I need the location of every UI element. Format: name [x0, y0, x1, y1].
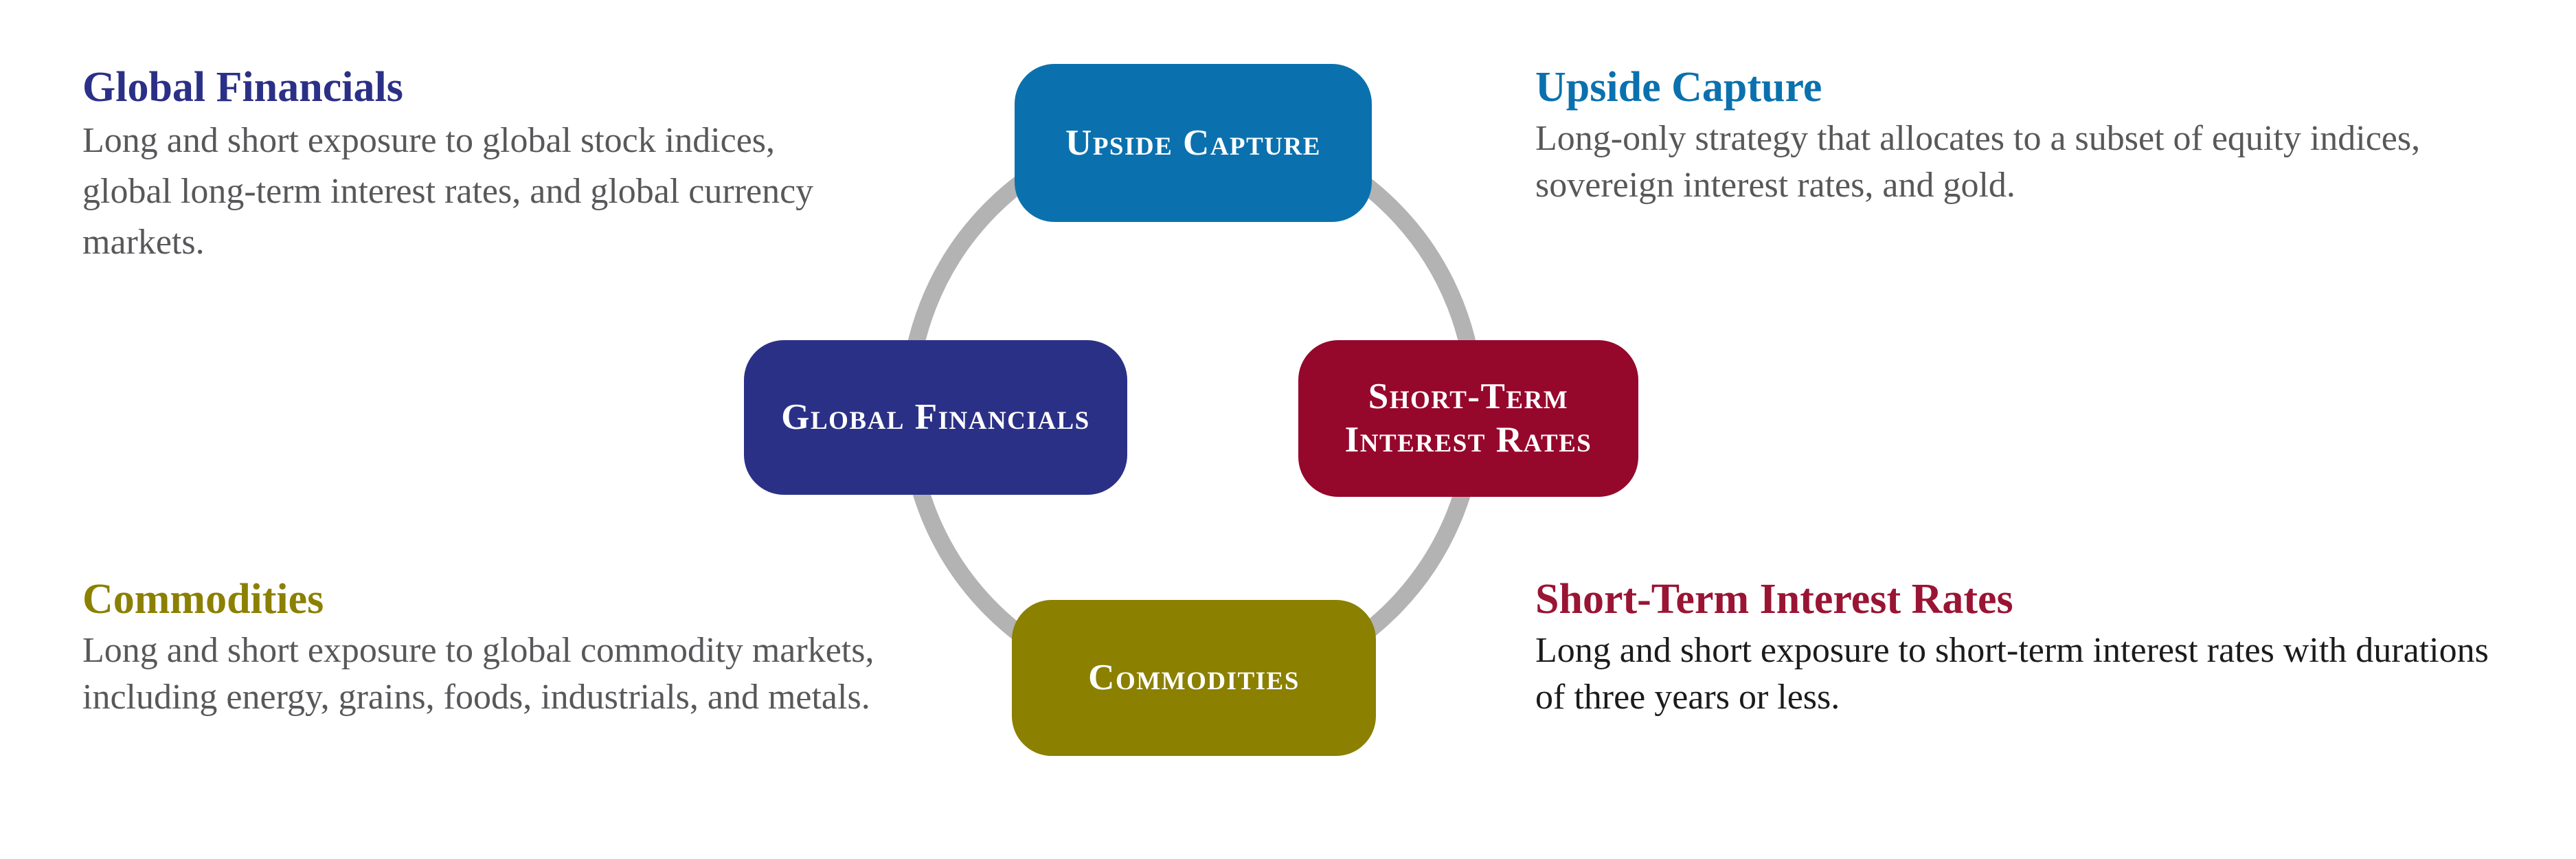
node-pill-label-line-2: Interest Rates: [1344, 420, 1592, 460]
description-title-commodities: Commodities: [82, 576, 324, 623]
node-pill-upside-capture[interactable]: Upside Capture: [1015, 64, 1372, 222]
node-pill-short-term-interest-rates[interactable]: Short-Term Interest Rates: [1298, 340, 1638, 497]
description-block-commodities: Commodities Long and short exposure to g…: [82, 577, 879, 720]
node-pill-label-short-term-interest-rates: Short-Term Interest Rates: [1327, 375, 1610, 461]
description-block-global-financials: Global Financials Long and short exposur…: [82, 65, 866, 268]
node-pill-label-global-financials: Global Financials: [781, 397, 1090, 438]
description-title-short-term-interest-rates: Short-Term Interest Rates: [1535, 576, 2013, 623]
description-title-global-financials: Global Financials: [82, 64, 403, 111]
description-body-upside-capture: Long-only strategy that allocates to a s…: [1535, 119, 2421, 205]
description-body-global-financials: Long and short exposure to global stock …: [82, 121, 814, 262]
description-body-commodities: Long and short exposure to global commod…: [82, 631, 874, 717]
node-pill-commodities[interactable]: Commodities: [1012, 600, 1376, 756]
description-block-upside-capture: Upside Capture Long-only strategy that a…: [1535, 65, 2545, 208]
description-block-short-term-interest-rates: Short-Term Interest Rates Long and short…: [1535, 577, 2524, 720]
node-pill-label-commodities: Commodities: [1088, 658, 1300, 698]
node-pill-label-upside-capture: Upside Capture: [1065, 122, 1321, 163]
description-title-upside-capture: Upside Capture: [1535, 64, 1822, 111]
node-pill-global-financials[interactable]: Global Financials: [744, 340, 1127, 495]
node-pill-label-line-1: Short-Term: [1368, 377, 1569, 417]
description-body-short-term-interest-rates: Long and short exposure to short-term in…: [1535, 631, 2489, 717]
